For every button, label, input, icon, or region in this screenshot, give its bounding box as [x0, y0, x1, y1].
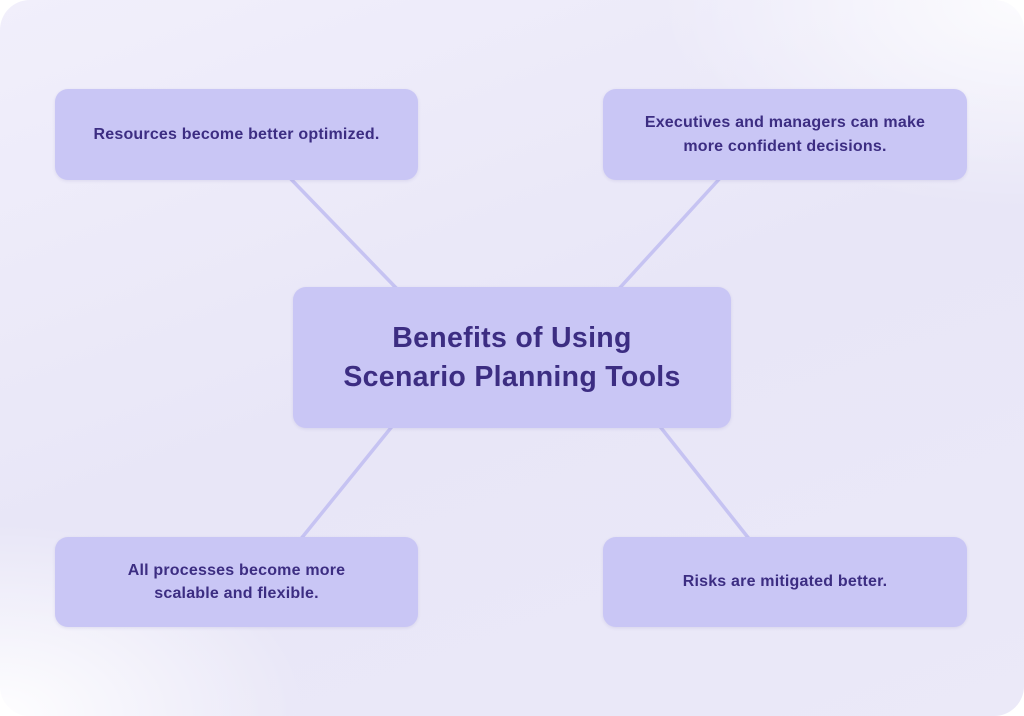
node-label: Executives and managers can make more co…: [644, 114, 926, 155]
diagram-title: Benefits of Using Scenario Planning Tool…: [343, 321, 681, 393]
connector-line-top-left: [286, 174, 402, 294]
node-label: All processes become more scalable and f…: [127, 561, 346, 602]
connector-line-bottom-left: [298, 422, 396, 542]
node-label: Risks are mitigated better.: [682, 573, 888, 591]
node-resources-optimized: Resources become better optimized.: [55, 89, 418, 180]
node-central-topic: Benefits of Using Scenario Planning Tool…: [293, 287, 731, 428]
node-scalable-flexible: All processes become more scalable and f…: [55, 537, 418, 627]
connector-line-top-right: [614, 174, 724, 294]
node-label: Resources become better optimized.: [93, 125, 380, 143]
node-confident-decisions: Executives and managers can make more co…: [603, 89, 967, 180]
node-risks-mitigated: Risks are mitigated better.: [603, 537, 967, 627]
connector-line-bottom-right: [656, 422, 752, 542]
